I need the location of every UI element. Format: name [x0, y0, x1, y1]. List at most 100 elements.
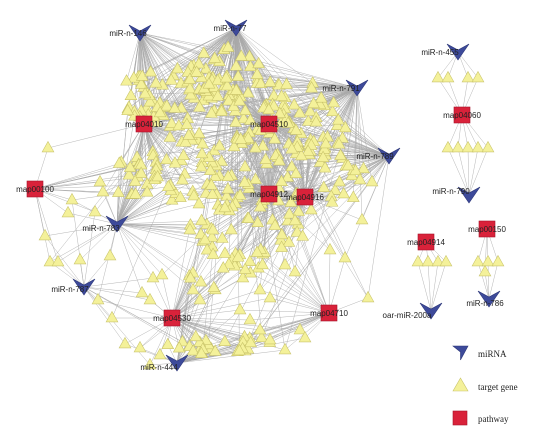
target-gene-node	[280, 77, 293, 89]
target-gene-node	[243, 312, 257, 325]
target-gene-node	[233, 343, 246, 356]
target-gene-node	[441, 70, 455, 83]
network-edge	[239, 87, 358, 102]
target-gene-node	[252, 56, 265, 69]
target-gene-node	[176, 173, 189, 185]
pathway-label: map04916	[286, 193, 324, 202]
mirna-label: miR-n-790	[432, 187, 470, 196]
target-gene-node	[38, 228, 52, 241]
network-edge	[356, 87, 364, 169]
target-gene-node	[216, 261, 230, 273]
network-edge	[199, 87, 358, 343]
target-gene-node	[229, 59, 243, 71]
target-gene-node	[51, 254, 65, 267]
network-edge	[116, 223, 202, 283]
target-gene-node	[192, 126, 206, 138]
target-gene-node	[229, 83, 243, 95]
target-gene-node	[317, 180, 331, 192]
target-gene-node	[337, 186, 351, 199]
network-edge	[83, 286, 143, 294]
target-gene-node	[112, 156, 126, 168]
target-gene-node	[96, 184, 110, 197]
target-gene-node	[193, 100, 206, 112]
target-gene-node	[208, 51, 222, 63]
target-gene-node	[205, 230, 219, 242]
target-gene-node	[289, 123, 303, 135]
network-edge	[328, 249, 331, 314]
target-gene-node	[140, 185, 154, 197]
target-gene-node	[146, 270, 160, 283]
network-edge	[139, 32, 194, 66]
network-edge	[344, 155, 390, 259]
network-edge	[83, 286, 126, 345]
target-gene-node	[289, 166, 303, 178]
pathway-node: map04530	[153, 309, 191, 327]
target-gene-node	[253, 200, 267, 212]
network-edge	[256, 252, 330, 314]
mirna-node: miR-n-790	[432, 186, 481, 204]
target-gene-node	[243, 49, 256, 61]
network-edge	[250, 272, 330, 314]
target-gene-node	[111, 185, 125, 197]
target-gene-node	[193, 292, 207, 305]
target-gene-node	[273, 106, 287, 118]
network-edge	[240, 139, 270, 195]
network-edge	[143, 123, 203, 163]
target-gene-node	[441, 140, 455, 153]
target-gene-node	[219, 71, 233, 83]
network-edge	[437, 51, 459, 79]
network-edge	[34, 163, 120, 190]
target-gene-node	[231, 250, 245, 262]
target-gene-node	[189, 329, 203, 342]
network-edge	[242, 312, 330, 350]
target-gene-node	[129, 187, 142, 199]
target-gene-node	[281, 116, 295, 128]
network-edge	[287, 123, 306, 198]
target-gene-node	[168, 156, 182, 168]
network-edge	[257, 74, 358, 89]
network-edge	[427, 261, 432, 312]
network-edge	[83, 277, 154, 288]
target-gene-node	[316, 150, 330, 162]
mirna-node: oar-miR-200a	[383, 302, 443, 320]
mirna-node: miR-n-455	[421, 43, 470, 61]
network-edge	[102, 191, 118, 225]
network-edge	[302, 236, 330, 314]
target-gene-node	[202, 77, 216, 89]
target-gene-node	[184, 271, 197, 283]
network-edge	[417, 261, 432, 312]
target-gene-node	[346, 190, 360, 202]
target-gene-node	[478, 264, 492, 277]
target-gene-node	[338, 120, 352, 133]
target-gene-node	[222, 93, 235, 106]
target-gene-node	[309, 115, 323, 127]
target-gene-node	[160, 152, 173, 165]
network-edge	[171, 317, 251, 321]
target-gene-node	[275, 227, 289, 240]
target-gene-node	[163, 130, 177, 142]
network-edge	[323, 87, 358, 138]
network-edge	[97, 299, 173, 319]
target-gene-node	[208, 344, 222, 356]
target-gene-node	[177, 148, 190, 161]
target-gene-node	[285, 142, 299, 154]
network-edge	[79, 259, 85, 288]
network-edge	[355, 87, 358, 171]
network-edge	[126, 32, 141, 82]
target-gene-node	[149, 76, 163, 88]
network-edge	[34, 181, 101, 190]
network-edge	[356, 87, 363, 221]
network-edge	[139, 32, 197, 73]
network-edge	[328, 257, 346, 314]
mirna-icon	[446, 43, 470, 61]
target-gene-node	[471, 70, 485, 83]
mirna-node: miR-n-444	[140, 354, 189, 372]
legend: miRNA target gene pathway	[452, 345, 518, 426]
target-gene-node	[318, 161, 332, 173]
network-edge	[116, 223, 213, 248]
target-gene-node	[195, 213, 208, 226]
network-edge	[269, 297, 330, 314]
target-gene-node	[118, 336, 132, 349]
target-gene-node	[254, 76, 268, 88]
pathway-node: map04914	[407, 233, 445, 251]
